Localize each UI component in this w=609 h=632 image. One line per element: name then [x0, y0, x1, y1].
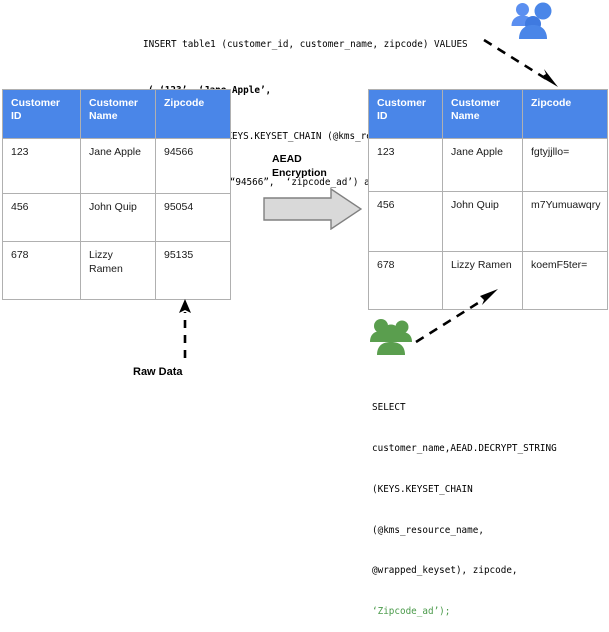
cell-customer-id: 456 [368, 191, 443, 252]
select-sql-line-3: (KEYS.KEYSET_CHAIN [372, 483, 473, 495]
select-sql-line-1: SELECT [372, 402, 406, 414]
column-header-customer-id: Customer ID [368, 89, 443, 139]
cell-zipcode: 95054 [155, 193, 231, 242]
aead-label-line-2: Encryption [272, 166, 327, 179]
dashed-arrow-icon [415, 289, 498, 344]
cell-customer-name: John Quip [442, 191, 523, 252]
column-header-customer-id: Customer ID [2, 89, 81, 139]
cell-customer-name: Jane Apple [80, 138, 156, 194]
raw-data-label: Raw Data [133, 366, 183, 378]
people-group-icon [370, 319, 412, 355]
cell-zipcode-encrypted: fgtyjjllo= [522, 138, 608, 192]
table-row: 456 John Quip 95054 [2, 193, 231, 242]
table-header-row: Customer ID Customer Name Zipcode [368, 89, 608, 139]
aead-label-line-1: AEAD [272, 153, 302, 165]
aead-encryption-label: AEAD Encryption [272, 153, 327, 180]
table-row: 123 Jane Apple fgtyjjllo= [368, 138, 608, 192]
cell-zipcode: 95135 [155, 241, 231, 300]
cell-customer-name: John Quip [80, 193, 156, 242]
cell-customer-name: Lizzy Ramen [442, 251, 523, 310]
table-row: 123 Jane Apple 94566 [2, 138, 231, 194]
cell-customer-id: 678 [2, 241, 81, 300]
right-block-arrow-icon [263, 188, 362, 230]
insert-sql-line-1: INSERT table1 (customer_id, customer_nam… [143, 38, 468, 50]
cell-customer-id: 123 [368, 138, 443, 192]
select-sql-line-2: customer_name,AEAD.DECRYPT_STRING [372, 442, 557, 454]
select-sql-line-5: @wrapped_keyset), zipcode, [372, 565, 518, 577]
select-sql-line-6-highlighted: ‘Zipcode_ad’); [372, 606, 451, 618]
column-header-customer-name: Customer Name [80, 89, 156, 139]
cell-customer-name: Jane Apple [442, 138, 523, 192]
cell-zipcode: 94566 [155, 138, 231, 194]
column-header-customer-name: Customer Name [442, 89, 523, 139]
table-header-row: Customer ID Customer Name Zipcode [2, 89, 231, 139]
select-sql-statement: SELECT customer_name,AEAD.DECRYPT_STRING… [372, 374, 557, 632]
select-sql-line-4: (@kms_resource_name, [372, 524, 484, 536]
cell-customer-id: 456 [2, 193, 81, 242]
cell-customer-name: Lizzy Ramen [80, 241, 156, 300]
table-row: 456 John Quip m7Yumuawqry [368, 191, 608, 252]
raw-data-table: Customer ID Customer Name Zipcode 123 Ja… [2, 89, 231, 300]
table-row: 678 Lizzy Ramen koemF5ter= [368, 251, 608, 310]
column-header-zipcode: Zipcode [155, 89, 231, 139]
cell-customer-id: 123 [2, 138, 81, 194]
encrypted-data-table: Customer ID Customer Name Zipcode 123 Ja… [368, 89, 608, 310]
column-header-zipcode: Zipcode [522, 89, 608, 139]
cell-zipcode-encrypted: m7Yumuawqry [522, 191, 608, 252]
cell-zipcode-encrypted: koemF5ter= [522, 251, 608, 310]
dashed-arrow-icon [483, 38, 558, 87]
dashed-arrow-up-icon [179, 299, 191, 358]
people-group-icon [511, 2, 552, 39]
table-row: 678 Lizzy Ramen 95135 [2, 241, 231, 300]
